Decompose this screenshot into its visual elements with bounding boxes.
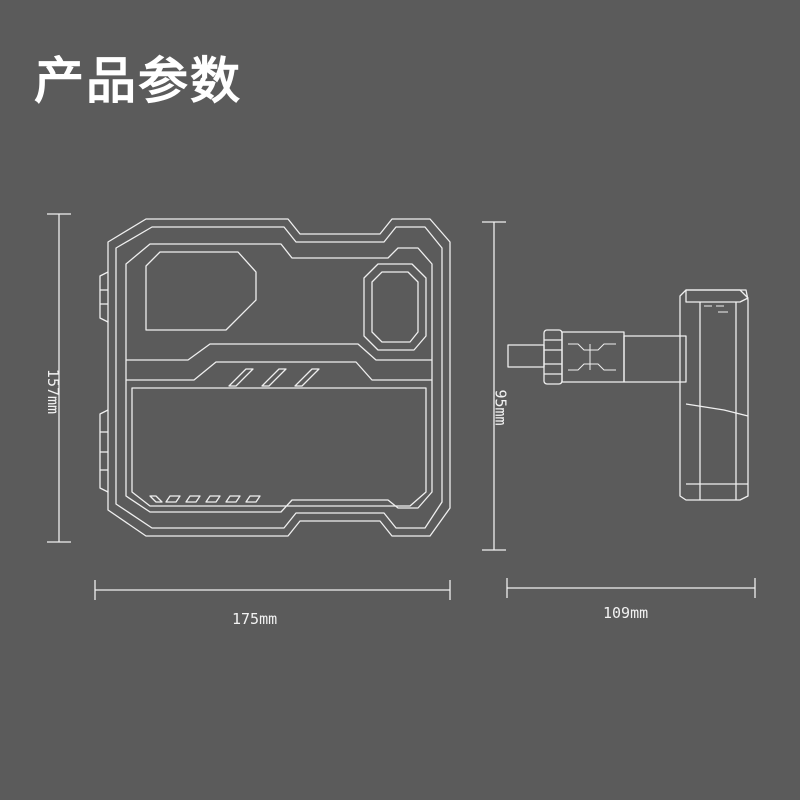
front-inner-bevel — [115, 226, 443, 529]
nozzle-tip — [507, 344, 545, 368]
dimension-label-side-depth: 109mm — [603, 604, 649, 622]
front-outer-outline — [107, 218, 451, 537]
center-divider-ridge — [126, 343, 432, 361]
hose-body — [561, 331, 625, 383]
lower-vent-slots — [149, 495, 261, 503]
dimension-label-side-height: 95mm — [491, 389, 510, 426]
grip-top-buttons — [704, 305, 728, 313]
hose-pattern — [568, 343, 616, 371]
grip-top-cap — [685, 289, 749, 303]
button-window — [363, 263, 427, 351]
front-inner-field — [125, 243, 433, 513]
center-divider-ridge-lower — [126, 361, 432, 381]
grip-body — [679, 289, 749, 501]
dimension-label-front-height: 157mm — [44, 368, 63, 415]
device-front-view — [99, 218, 451, 537]
dimension-label-front-width: 175mm — [232, 610, 278, 628]
lower-panel — [131, 387, 427, 507]
hose-connector — [623, 335, 687, 383]
dimension-line-front-height — [47, 213, 71, 543]
grip-lower-section — [685, 403, 749, 417]
upper-vent-slots — [228, 368, 320, 387]
dimension-line-side-height — [482, 221, 506, 551]
page-title: 产品参数 — [34, 52, 242, 110]
dimension-line-side-depth — [506, 578, 756, 598]
nozzle-collar — [543, 329, 563, 385]
button-window-inner — [371, 271, 419, 343]
display-window — [145, 251, 257, 331]
left-side-notches — [99, 271, 109, 493]
device-side-view — [507, 289, 749, 501]
dimension-line-front-width — [94, 580, 451, 600]
